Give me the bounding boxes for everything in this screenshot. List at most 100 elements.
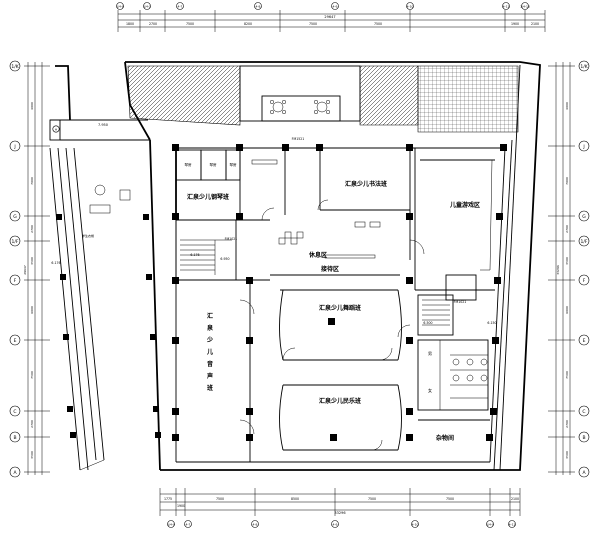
axis-bottom-5: 1/4-9 [486, 523, 494, 527]
facade-stone-mid [359, 65, 419, 126]
dim-top-3: 7500 [186, 22, 194, 26]
dim-left-1: 4000 [30, 102, 34, 110]
axis-top-2: 4-7 [178, 5, 183, 9]
axis-right-4: F [583, 278, 586, 284]
dim-right-5: 6000 [565, 306, 569, 314]
label-calligraphy-room: 汇泉少儿书法班 [345, 180, 387, 188]
axis-right-7: B [582, 435, 585, 441]
label-vocal-7: 班 [207, 384, 213, 392]
room-labels: 汇泉少儿钢琴班 琴房 琴房 琴房 汇泉少儿书法班 儿童游戏区 休息区 接待区 汇… [82, 162, 480, 442]
elev-6176-mid: 6.176 [190, 253, 199, 257]
dim-right-8: 3500 [565, 451, 569, 459]
dim-right-total: 33296 [556, 265, 560, 275]
door-fm1021-b: FM1021 [454, 300, 467, 304]
label-vocal-2: 泉 [206, 324, 214, 332]
structural-columns [56, 144, 507, 441]
dim-top-5: 7500 [309, 22, 317, 26]
right-axis-labels: 1/K J G 1/F F E C B A [578, 60, 590, 478]
right-dimensions: 4000 7000 2700 3500 6000 7500 2700 3500 … [548, 62, 575, 475]
axis-bottom-1: 4-7 [186, 523, 191, 527]
dim-top-7: 1900 [511, 22, 519, 26]
facade-stone-left [127, 65, 241, 126]
dim-bottom-total: 33296 [334, 511, 345, 515]
label-practice-b: 琴房 [210, 162, 217, 167]
row-marker-h: H [55, 128, 57, 132]
dim-left-6: 7500 [30, 371, 34, 379]
axis-right-0: 1/K [580, 64, 588, 70]
label-vocal-4: 儿 [206, 348, 213, 356]
label-women-wc: 女 [428, 387, 432, 393]
label-vocal-6: 声 [206, 372, 213, 380]
axis-left-8: A [13, 470, 17, 476]
axis-bottom-4: 4-10 [412, 523, 419, 527]
elev-7950: 7.950 [98, 123, 108, 127]
dim-top-4: 8200 [244, 22, 252, 26]
stair-right [417, 294, 454, 336]
dim-right-1: 4000 [565, 102, 569, 110]
axis-right-5: E [583, 338, 586, 344]
elev-6150: 6.150 [487, 321, 496, 325]
label-piano-room: 汇泉少儿钢琴班 [187, 193, 229, 201]
dim-right-4: 3500 [565, 257, 569, 265]
axis-top-6: 4-11 [503, 5, 510, 9]
door-fm1021-a: FM1021 [225, 237, 238, 241]
label-dance-room: 汇泉少儿舞蹈班 [319, 304, 361, 312]
label-music-room: 汇泉少儿民乐班 [319, 397, 361, 405]
dim-bottom-3: 7500 [216, 497, 224, 501]
interior-walls [56, 144, 507, 462]
axis-top-4: 4-9 [333, 5, 338, 9]
axis-bottom-3: 4-9 [333, 523, 338, 527]
axis-top-1: 1/4-1 [143, 5, 151, 9]
label-kids-play-area: 儿童游戏区 [449, 201, 480, 209]
axis-left-4: F [14, 278, 17, 284]
axis-bottom-6: 4-11 [509, 523, 516, 527]
label-vocal-3: 少 [206, 336, 213, 344]
dim-top-8: 2100 [531, 22, 539, 26]
label-vocal-1: 汇 [207, 312, 213, 320]
label-studio: 学生衣帽 [82, 233, 94, 238]
axis-left-6: C [13, 409, 16, 415]
axis-bottom-2: 4-8 [253, 523, 258, 527]
dim-left-2: 7000 [30, 177, 34, 185]
dim-left-7: 2700 [30, 420, 34, 428]
practice-room-c [225, 149, 241, 181]
dim-right-3: 2700 [565, 225, 569, 233]
axis-left-2: G [13, 214, 17, 220]
axis-bottom-0: 1/4-9 [167, 523, 175, 527]
facade-glass-grid [417, 65, 519, 133]
axis-left-3: 1/F [12, 239, 19, 245]
axis-left-0: 1/K [11, 64, 19, 70]
label-reception-area: 接待区 [320, 265, 339, 273]
dim-left-5: 6000 [30, 306, 34, 314]
dim-right-7: 2700 [565, 420, 569, 428]
label-practice-a: 琴房 [185, 162, 192, 167]
label-storage-room: 杂物间 [436, 434, 454, 442]
dim-top-2: 2700 [149, 22, 157, 26]
dim-bottom-1: 1775 [164, 497, 172, 501]
label-rest-area: 休息区 [308, 251, 327, 259]
axis-right-2: G [582, 214, 586, 220]
axis-left-7: B [13, 435, 16, 441]
label-practice-c: 琴房 [230, 162, 237, 167]
elev-6176-left: 6.176 [51, 261, 60, 265]
bottom-dimension-lines: 1775 1900 7500 8500 7500 7500 2100 33296 [159, 488, 521, 516]
axis-top-7: 1/4-10 [520, 5, 530, 9]
dim-right-2: 7000 [565, 177, 569, 185]
dim-left-8: 3500 [30, 451, 34, 459]
axis-right-8: A [582, 470, 586, 476]
dim-top-total: 29647 [324, 15, 335, 19]
dim-bottom-7: 2100 [511, 497, 519, 501]
axis-top-3: 4-8 [256, 5, 261, 9]
axis-right-1: J [582, 144, 584, 150]
top-dimension-lines: 29647 1800 2700 7500 8200 7500 7500 1900… [117, 10, 546, 32]
elev-6500: 6.500 [423, 321, 432, 325]
dim-right-6: 7500 [565, 371, 569, 379]
dim-bottom-5: 7500 [368, 497, 376, 501]
label-vocal-5: 音 [207, 360, 213, 368]
axis-right-6: C [582, 409, 585, 415]
axis-right-3: 1/F [581, 239, 588, 245]
building-outline [49, 61, 541, 471]
wc-block [417, 339, 489, 411]
dim-left-3: 2700 [30, 225, 34, 233]
